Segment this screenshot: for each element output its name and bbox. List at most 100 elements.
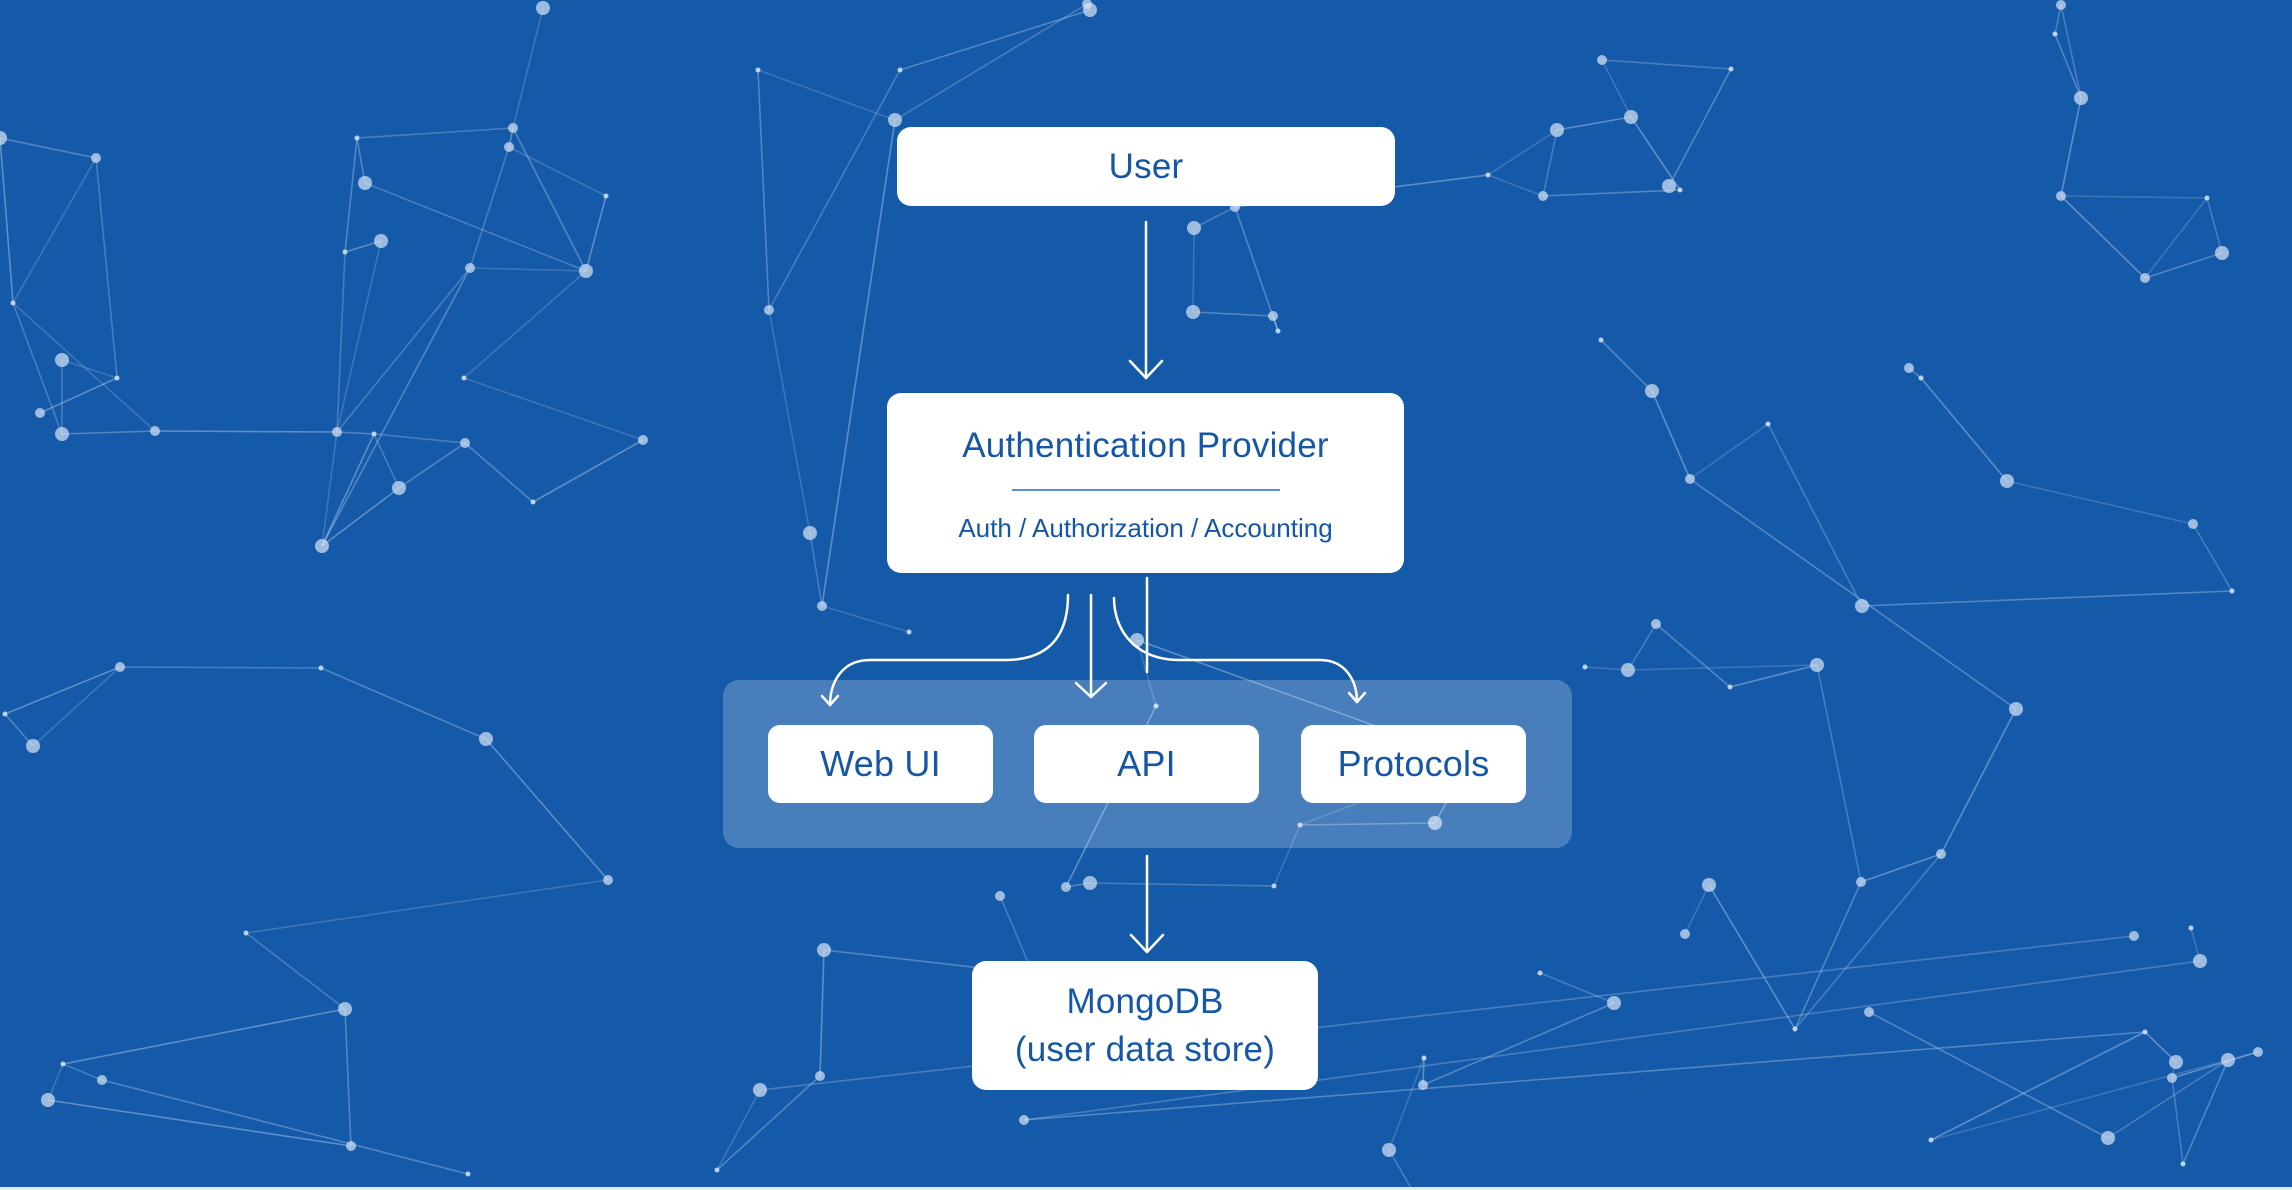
network-edge	[321, 431, 338, 547]
network-node-dot	[1645, 384, 1659, 398]
network-node-dot	[2180, 1161, 2186, 1167]
network-edge	[1668, 68, 1732, 187]
network-edge	[2171, 1077, 2184, 1165]
network-node-dot	[1153, 703, 1159, 709]
network-node-dot	[817, 943, 831, 957]
network-edge	[1023, 960, 2201, 1121]
network-edge	[1655, 623, 1731, 688]
network-edge	[2060, 195, 2208, 199]
authentication-provider-node[interactable]: Authentication Provider Auth / Authoriza…	[887, 393, 1404, 573]
network-edge	[1388, 1057, 1425, 1151]
network-edge	[512, 127, 587, 272]
network-node-dot	[2129, 931, 2139, 941]
network-edge	[1487, 129, 1558, 176]
network-edge	[321, 267, 471, 547]
network-node-dot	[1904, 363, 1914, 373]
network-edge	[1600, 339, 1653, 392]
network-edge	[716, 1089, 761, 1171]
network-node-dot	[1537, 970, 1543, 976]
network-edge	[1556, 116, 1632, 131]
network-edge	[1023, 1031, 2146, 1121]
network-node-dot	[374, 234, 388, 248]
network-edge	[759, 935, 2135, 1091]
network-node-dot	[1856, 877, 1866, 887]
network-edge	[1089, 882, 1275, 887]
network-edge	[0, 137, 14, 304]
network-node-dot	[1607, 996, 1621, 1010]
network-node-dot	[2056, 191, 2066, 201]
network-edge	[1630, 116, 1681, 191]
network-edge	[101, 1079, 469, 1175]
network-node-dot	[2056, 0, 2066, 10]
network-edge	[62, 1008, 346, 1065]
network-edge	[336, 267, 471, 433]
network-node-dot	[2229, 588, 2235, 594]
network-edge	[336, 431, 375, 435]
network-node-dot	[817, 601, 827, 611]
network-node-dot	[1083, 876, 1097, 890]
network-edge	[61, 359, 118, 379]
network-node-dot	[2052, 31, 2058, 37]
network-edge	[1689, 478, 2017, 710]
api-node[interactable]: API	[1034, 725, 1259, 803]
web-ui-label: Web UI	[820, 743, 941, 784]
mongodb-node[interactable]: MongoDB (user data store)	[972, 961, 1318, 1090]
network-edge	[464, 442, 534, 503]
network-node-dot	[26, 739, 40, 753]
network-node-dot	[2193, 954, 2207, 968]
network-edge	[768, 69, 901, 311]
network-node-dot	[1624, 110, 1638, 124]
network-node-dot	[465, 1171, 471, 1177]
network-node-dot	[2, 711, 8, 717]
network-edge	[809, 532, 823, 607]
network-edge	[757, 69, 770, 311]
network-node-dot	[530, 499, 536, 505]
network-node-dot	[2188, 925, 2194, 931]
network-edge	[821, 605, 910, 633]
network-edge	[1539, 972, 1615, 1004]
network-edge	[2006, 480, 2194, 525]
network-node-dot	[150, 426, 160, 436]
network-edge	[373, 433, 400, 489]
network-node-dot	[0, 131, 7, 145]
user-node[interactable]: User	[897, 127, 1395, 206]
network-node-dot	[243, 930, 249, 936]
network-node-dot	[2169, 1055, 2183, 1069]
network-node-dot	[1582, 664, 1588, 670]
network-edge	[321, 487, 400, 547]
auth-provider-divider	[1011, 489, 1280, 491]
protocols-node[interactable]: Protocols	[1301, 725, 1526, 803]
network-node-dot	[2142, 1029, 2148, 1035]
network-edge	[1193, 206, 1236, 229]
network-edge	[1542, 189, 1681, 197]
api-label: API	[1117, 743, 1176, 784]
network-edge	[1388, 1149, 1414, 1190]
web-ui-node[interactable]: Web UI	[768, 725, 993, 803]
network-node-dot	[1428, 816, 1442, 830]
network-node-dot	[1297, 822, 1303, 828]
network-edge	[1860, 853, 1942, 883]
user-node-label: User	[1108, 146, 1184, 186]
network-edge	[12, 302, 63, 435]
network-node-dot	[318, 665, 324, 671]
network-edge	[12, 302, 156, 432]
network-node-dot	[579, 264, 593, 278]
network-edge	[95, 157, 118, 379]
network-edge	[1816, 664, 1862, 883]
network-node-dot	[460, 438, 470, 448]
network-edge	[2182, 1059, 2229, 1165]
network-edge	[1708, 884, 1796, 1030]
network-edge	[336, 240, 382, 433]
network-node-dot	[1130, 633, 1144, 647]
network-node-dot	[803, 526, 817, 540]
network-edge	[1684, 884, 1710, 935]
network-node-dot	[638, 435, 648, 445]
network-edge	[2171, 1051, 2259, 1079]
network-edge	[508, 146, 607, 197]
network-edge	[768, 309, 811, 534]
network-node-dot	[906, 629, 912, 635]
network-edge	[344, 137, 358, 253]
network-edge	[463, 270, 587, 379]
network-node-dot	[1680, 929, 1690, 939]
